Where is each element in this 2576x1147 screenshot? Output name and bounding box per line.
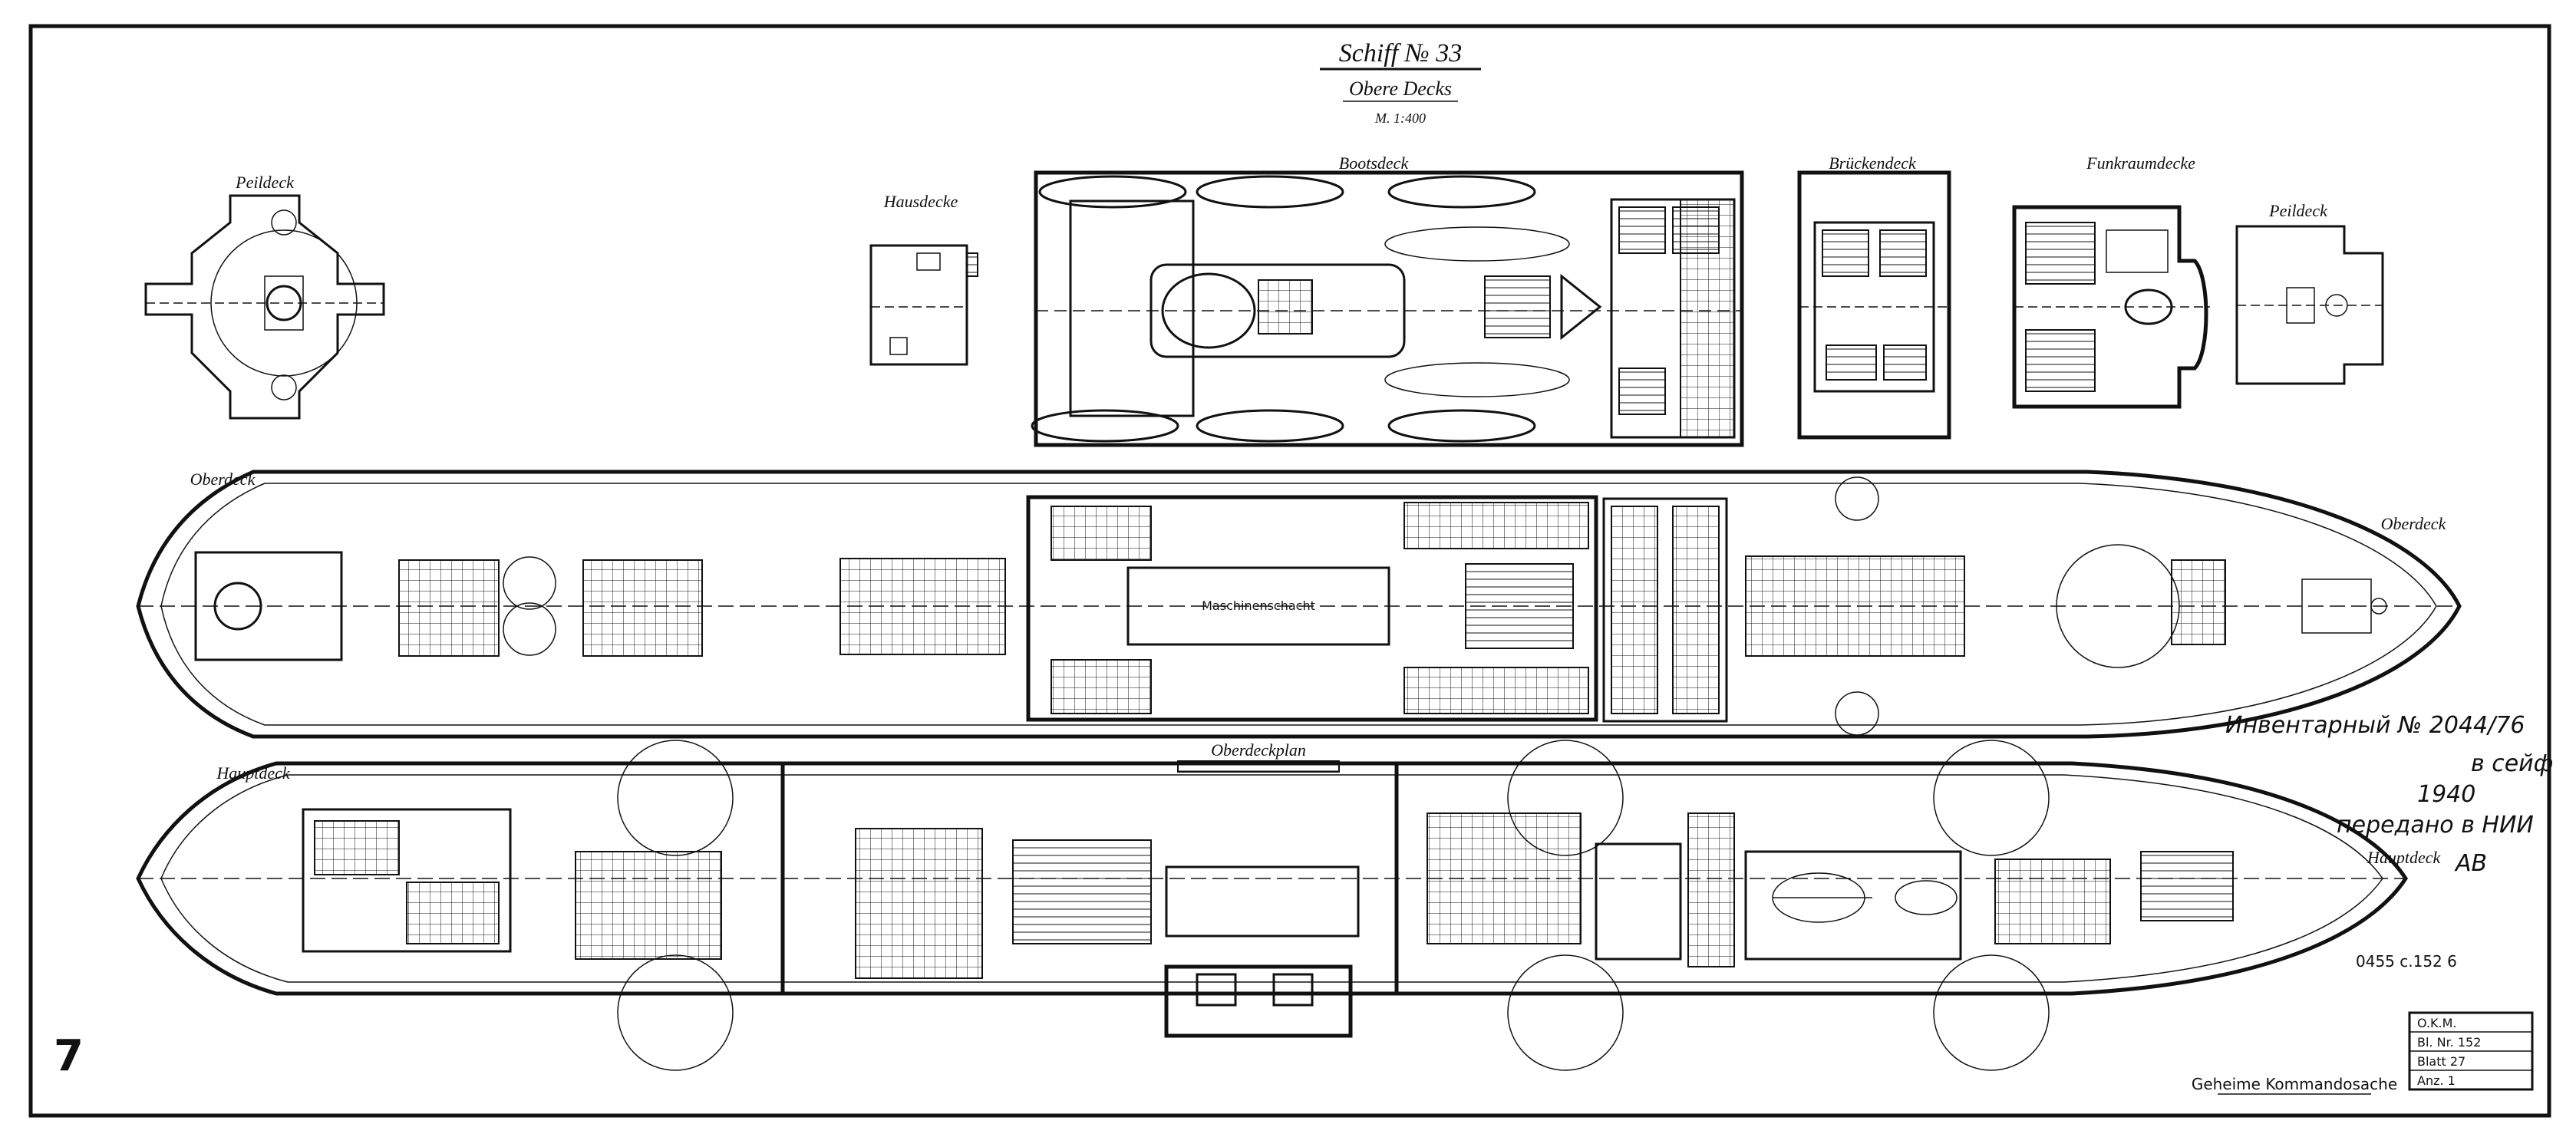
hausdecke-plan	[869, 244, 978, 366]
label-hauptdeck-right: Hauptdeck	[2367, 848, 2442, 867]
handwritten-note-3: передано в НИИ	[2337, 812, 2534, 839]
handwritten-note-1: в сейф	[2471, 750, 2553, 777]
brueckendeck-plan	[1797, 170, 1951, 440]
sheet-frame	[28, 24, 2551, 1118]
annotation-ab: АВ	[2454, 850, 2487, 877]
peildeck-plan	[144, 194, 385, 420]
title-block-row-3: Blatt 27	[2417, 1054, 2466, 1069]
bootsdeck-plan	[1031, 170, 1744, 447]
reference-code: 0455 c.152 6	[2356, 952, 2457, 971]
title-block-row-2: Bl. Nr. 152	[2417, 1035, 2481, 1050]
title-line-1: Schiff № 33	[1339, 39, 1463, 68]
label-brueckendeck: Brückendeck	[1829, 153, 1917, 173]
handwritten-note-2: 1940	[2417, 781, 2475, 808]
title-block: O.K.M. Bl. Nr. 152 Blatt 27 Anz. 1	[2408, 1011, 2534, 1091]
label-oberdeck-right: Oberdeck	[2381, 514, 2447, 533]
title-block-row-1: O.K.M.	[2417, 1016, 2457, 1030]
label-peildeck-right: Peildeck	[2268, 201, 2328, 220]
label-maschinenschacht: Maschinenschacht	[1202, 598, 1315, 613]
title-line-2: Obere Decks	[1349, 77, 1452, 100]
funkraumdecke-plan	[2012, 205, 2210, 409]
label-funkraumdecke: Funkraumdecke	[2086, 153, 2195, 173]
label-oberdeckplan: Oberdeckplan	[1211, 740, 1306, 760]
hauptdeck-hull	[136, 740, 2408, 1071]
label-peildeck: Peildeck	[235, 173, 295, 192]
label-hausdecke: Hausdecke	[883, 192, 958, 211]
inventory-stamp: Инвентарный № 2044/76	[2225, 712, 2525, 739]
bottom-stamp: Geheime Kommandosache	[2192, 1075, 2397, 1093]
label-bootsdeck: Bootsdeck	[1339, 153, 1410, 173]
oberdeck-hull: Maschinenschacht	[136, 470, 2462, 739]
sheet-number: 7	[54, 1031, 84, 1081]
peildeck-right-plan	[2235, 225, 2384, 385]
title-scale: M. 1:400	[1374, 110, 1426, 126]
title-block-row-4: Anz. 1	[2417, 1073, 2456, 1088]
